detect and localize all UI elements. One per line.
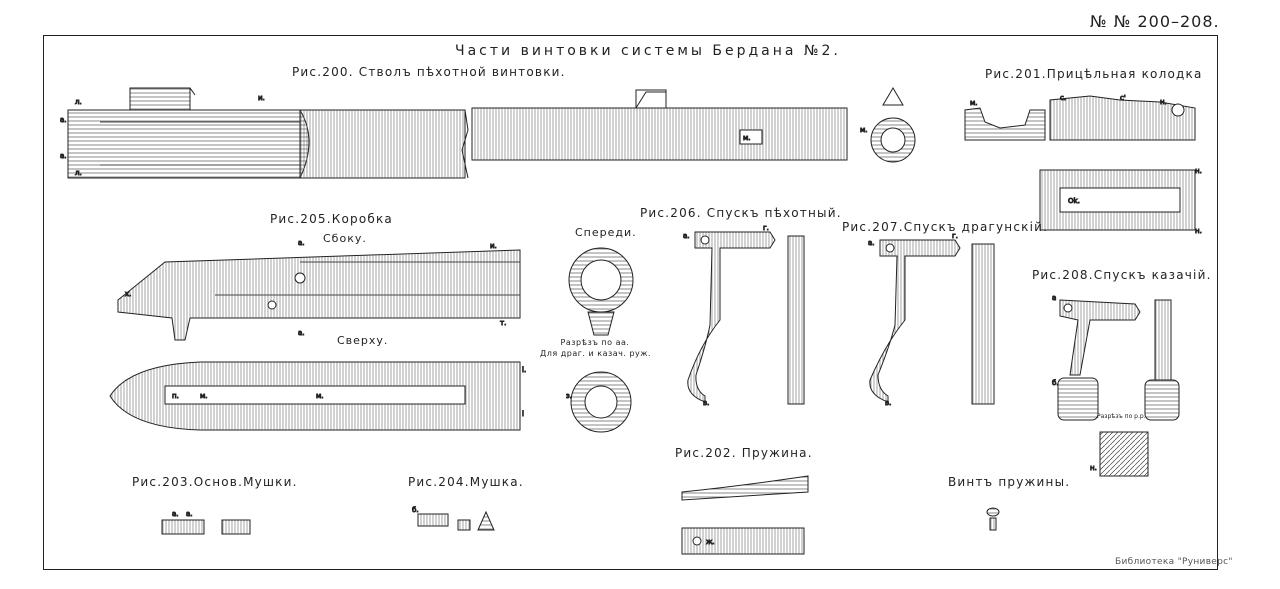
svg-text:и.: и. (258, 94, 265, 102)
fig201-sight-base-drawing: Ok. м. с. с' н. н. н. (964, 94, 1202, 236)
fig205-side-label: Сбоку. (323, 232, 367, 245)
fig205-top-label: Сверху. (337, 334, 389, 347)
svg-text:н.: н. (1160, 98, 1167, 106)
svg-text:i: i (522, 410, 524, 418)
fig206-caption: Рис.206. Спускъ пѣхотный. (640, 206, 842, 220)
svg-text:а: а (1052, 294, 1056, 302)
fig202-spring: ж. (681, 475, 809, 555)
svg-text:л.: л. (75, 169, 82, 177)
fig207-dragoon-trigger: а. г. в. (868, 232, 995, 408)
fig203-front-sight-base: а. а. (161, 510, 251, 535)
svg-text:м.: м. (970, 99, 978, 107)
svg-text:с.: с. (1060, 94, 1066, 102)
svg-text:а.: а. (298, 329, 305, 337)
svg-text:i.: i. (522, 366, 526, 374)
svg-text:г.: г. (952, 232, 958, 240)
front-view-label: Спереди. (575, 226, 637, 239)
svg-text:а.: а. (60, 152, 67, 160)
svg-text:м.: м. (316, 392, 324, 400)
fig205-receiver-top: п. м. м. i. i (109, 361, 527, 431)
fig207-caption: Рис.207.Спускъ драгунскій. (842, 220, 1049, 234)
plate-number: № № 200–208. (1090, 12, 1220, 31)
svg-text:а.: а. (172, 510, 179, 518)
fig206-infantry-trigger: а. г. в. (683, 224, 805, 408)
fig208-cossack-trigger: а б. н. (1052, 294, 1180, 477)
svg-text:м.: м. (860, 126, 868, 134)
section-note-line1: Разрѣзъ по аа. (560, 338, 630, 347)
fig200-barrel-drawing: м. л. а. а. л. и. (60, 87, 848, 179)
svg-text:з.: з. (566, 392, 572, 400)
section-note: Разрѣзъ по аа. Для драг. и казач. руж. (540, 337, 652, 359)
plate-frame (43, 35, 1218, 570)
svg-text:н.: н. (1195, 227, 1202, 235)
svg-text:т.: т. (500, 319, 506, 327)
svg-text:м.: м. (743, 134, 751, 142)
fig203-caption: Рис.203.Основ.Мушки. (132, 475, 298, 489)
svg-text:а.: а. (298, 239, 305, 247)
svg-text:н.: н. (1195, 167, 1202, 175)
svg-text:в.: в. (885, 399, 891, 407)
fig204-front-sight: б. (412, 506, 495, 531)
svg-text:а.: а. (868, 239, 875, 247)
fig205-caption: Рис.205.Коробка (270, 212, 393, 226)
svg-text:ж.: ж. (706, 538, 715, 546)
fig208-caption: Рис.208.Спускъ казачій. (1032, 268, 1212, 282)
svg-text:л.: л. (75, 98, 82, 106)
fig200-caption: Рис.200. Стволъ пѣхотной винтовки. (292, 65, 566, 79)
receiver-front-view: з. (566, 247, 634, 433)
fig201-caption: Рис.201.Прицѣльная колодка (985, 67, 1203, 81)
section-pp-label: Разрѣзъ по р.р. (1097, 413, 1146, 420)
svg-text:г.: г. (763, 224, 769, 232)
svg-text:б.: б. (412, 506, 419, 514)
spring-screw (986, 507, 1000, 531)
svg-text:п.: п. (172, 392, 179, 400)
svg-text:Ok.: Ok. (1068, 197, 1080, 205)
library-credit: Библиотека "Руниверс" (1115, 557, 1233, 567)
svg-text:н.: н. (1090, 464, 1097, 472)
muzzle-end-view: м. (860, 87, 916, 163)
svg-text:а.: а. (683, 232, 690, 240)
svg-text:а.: а. (60, 116, 67, 124)
spring-screw-caption: Винтъ пружины. (948, 475, 1071, 489)
fig205-receiver-side: х. а. а. и. т. (117, 239, 521, 341)
svg-text:х.: х. (125, 290, 131, 298)
svg-text:а.: а. (186, 510, 193, 518)
plate-title: Части винтовки системы Бердана №2. (455, 43, 841, 59)
section-note-line2: Для драг. и казач. руж. (540, 349, 652, 358)
fig202-caption: Рис.202. Пружина. (675, 446, 813, 460)
svg-text:и.: и. (490, 242, 497, 250)
fig204-caption: Рис.204.Мушка. (408, 475, 524, 489)
svg-text:м.: м. (200, 392, 208, 400)
svg-text:в.: в. (703, 399, 709, 407)
svg-text:б.: б. (1052, 379, 1059, 387)
svg-text:с': с' (1120, 94, 1126, 102)
